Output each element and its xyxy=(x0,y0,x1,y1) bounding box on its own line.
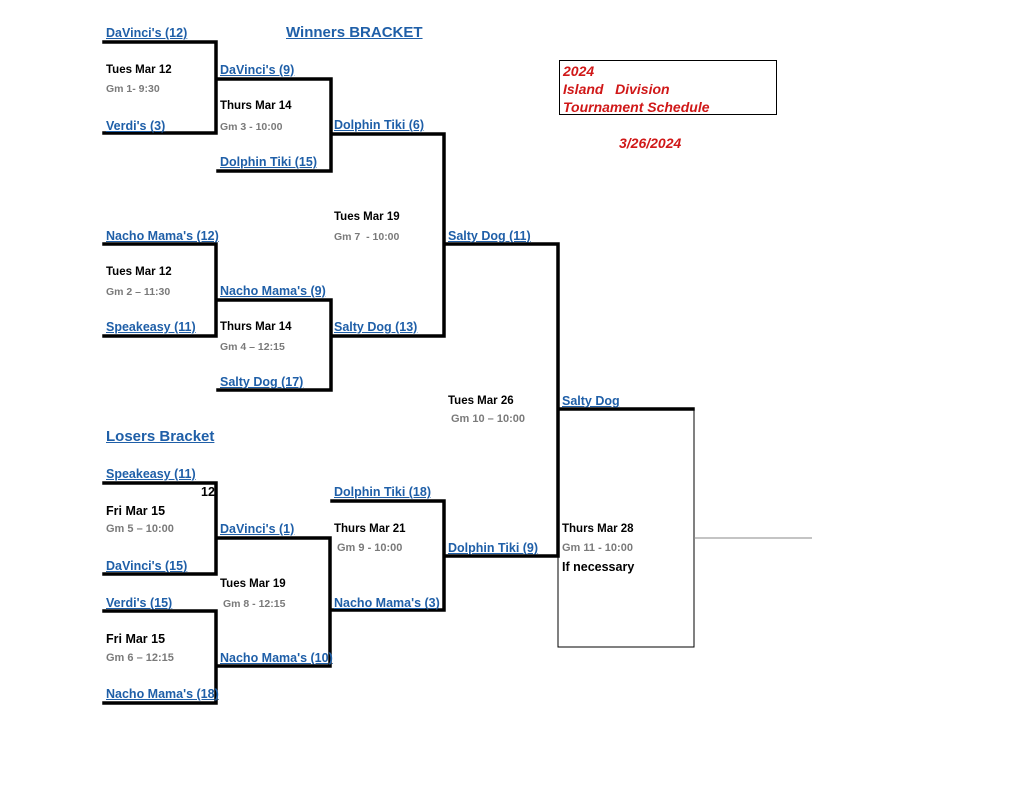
team-g1-bottom[interactable]: Verdi's (3) xyxy=(106,119,166,133)
bracket-line-g7 xyxy=(331,132,446,338)
team-g3-bottom[interactable]: Dolphin Tiki (15) xyxy=(220,155,317,169)
game-g9: Gm 9 - 10:00 xyxy=(337,542,403,554)
date-g5: Fri Mar 15 xyxy=(106,504,166,518)
info-subtitle: Tournament Schedule xyxy=(563,99,710,115)
team-g6-bottom[interactable]: Nacho Mama's (18) xyxy=(106,687,219,701)
bracket-line-g10 xyxy=(444,242,560,558)
date-g10: Tues Mar 26 xyxy=(448,395,514,407)
info-division: Island Division xyxy=(563,81,670,97)
info-date: 3/26/2024 xyxy=(619,135,682,151)
team-g9-top[interactable]: Dolphin Tiki (18) xyxy=(334,485,431,499)
winners-bracket-title: Winners BRACKET xyxy=(286,24,423,41)
bracket-line-g2 xyxy=(102,242,218,338)
date-g8: Tues Mar 19 xyxy=(220,578,286,590)
note-g5: 12 xyxy=(201,485,215,499)
note-g11: If necessary xyxy=(562,560,635,574)
team-g9-bottom[interactable]: Nacho Mama's (3) xyxy=(334,596,440,610)
date-g1: Tues Mar 12 xyxy=(106,64,172,76)
info-year: 2024 xyxy=(563,63,595,79)
team-g2-top[interactable]: Nacho Mama's (12) xyxy=(106,229,219,243)
team-g6-top[interactable]: Verdi's (15) xyxy=(106,596,173,610)
team-g8-top[interactable]: DaVinci's (1) xyxy=(220,522,295,536)
bracket-line-g1 xyxy=(102,40,218,135)
team-g10-winner[interactable]: Salty Dog xyxy=(562,394,620,408)
team-g4-bottom[interactable]: Salty Dog (17) xyxy=(220,375,304,389)
team-g3-top[interactable]: DaVinci's (9) xyxy=(220,63,295,77)
tournament-info-box: 2024 Island Division Tournament Schedule xyxy=(559,60,777,115)
game-g11: Gm 11 - 10:00 xyxy=(562,542,633,554)
team-g7-top[interactable]: Dolphin Tiki (6) xyxy=(334,118,425,132)
game-g10: Gm 10 – 10:00 xyxy=(451,413,525,425)
date-g3: Thurs Mar 14 xyxy=(220,100,292,112)
bracket-line-g5 xyxy=(102,481,218,576)
date-g7: Tues Mar 19 xyxy=(334,211,400,223)
team-g2-bottom[interactable]: Speakeasy (11) xyxy=(106,320,196,334)
team-g5-bottom[interactable]: DaVinci's (15) xyxy=(106,559,188,573)
team-g5-top[interactable]: Speakeasy (11) xyxy=(106,467,196,481)
game-g5: Gm 5 – 10:00 xyxy=(106,523,174,535)
game-g3: Gm 3 - 10:00 xyxy=(220,121,283,133)
team-g8-bottom[interactable]: Nacho Mama's (10) xyxy=(220,651,333,665)
date-g4: Thurs Mar 14 xyxy=(220,321,292,333)
date-g9: Thurs Mar 21 xyxy=(334,523,406,535)
game-g7: Gm 7 - 10:00 xyxy=(334,231,400,243)
date-g6: Fri Mar 15 xyxy=(106,632,166,646)
team-g7-bottom[interactable]: Salty Dog (13) xyxy=(334,320,418,334)
date-g11: Thurs Mar 28 xyxy=(562,523,634,535)
team-winners-final[interactable]: Salty Dog (11) xyxy=(448,229,531,243)
final-box xyxy=(557,409,695,648)
bracket-line-g8 xyxy=(216,536,332,668)
game-g8: Gm 8 - 12:15 xyxy=(223,598,286,610)
team-g1-top[interactable]: DaVinci's (12) xyxy=(106,26,188,40)
game-g4: Gm 4 – 12:15 xyxy=(220,341,285,353)
game-g1: Gm 1- 9:30 xyxy=(106,83,160,95)
losers-bracket-title: Losers Bracket xyxy=(106,428,215,445)
bracket-line-g4 xyxy=(216,298,333,392)
bracket-line-g3 xyxy=(216,77,333,173)
game-g2: Gm 2 – 11:30 xyxy=(106,286,171,298)
team-losers-final[interactable]: Dolphin Tiki (9) xyxy=(448,541,539,555)
team-g4-top[interactable]: Nacho Mama's (9) xyxy=(220,284,326,298)
bracket-line-g9 xyxy=(330,499,446,612)
game-g6: Gm 6 – 12:15 xyxy=(106,652,174,664)
date-g2: Tues Mar 12 xyxy=(106,266,172,278)
bracket-line-g6 xyxy=(102,609,218,705)
